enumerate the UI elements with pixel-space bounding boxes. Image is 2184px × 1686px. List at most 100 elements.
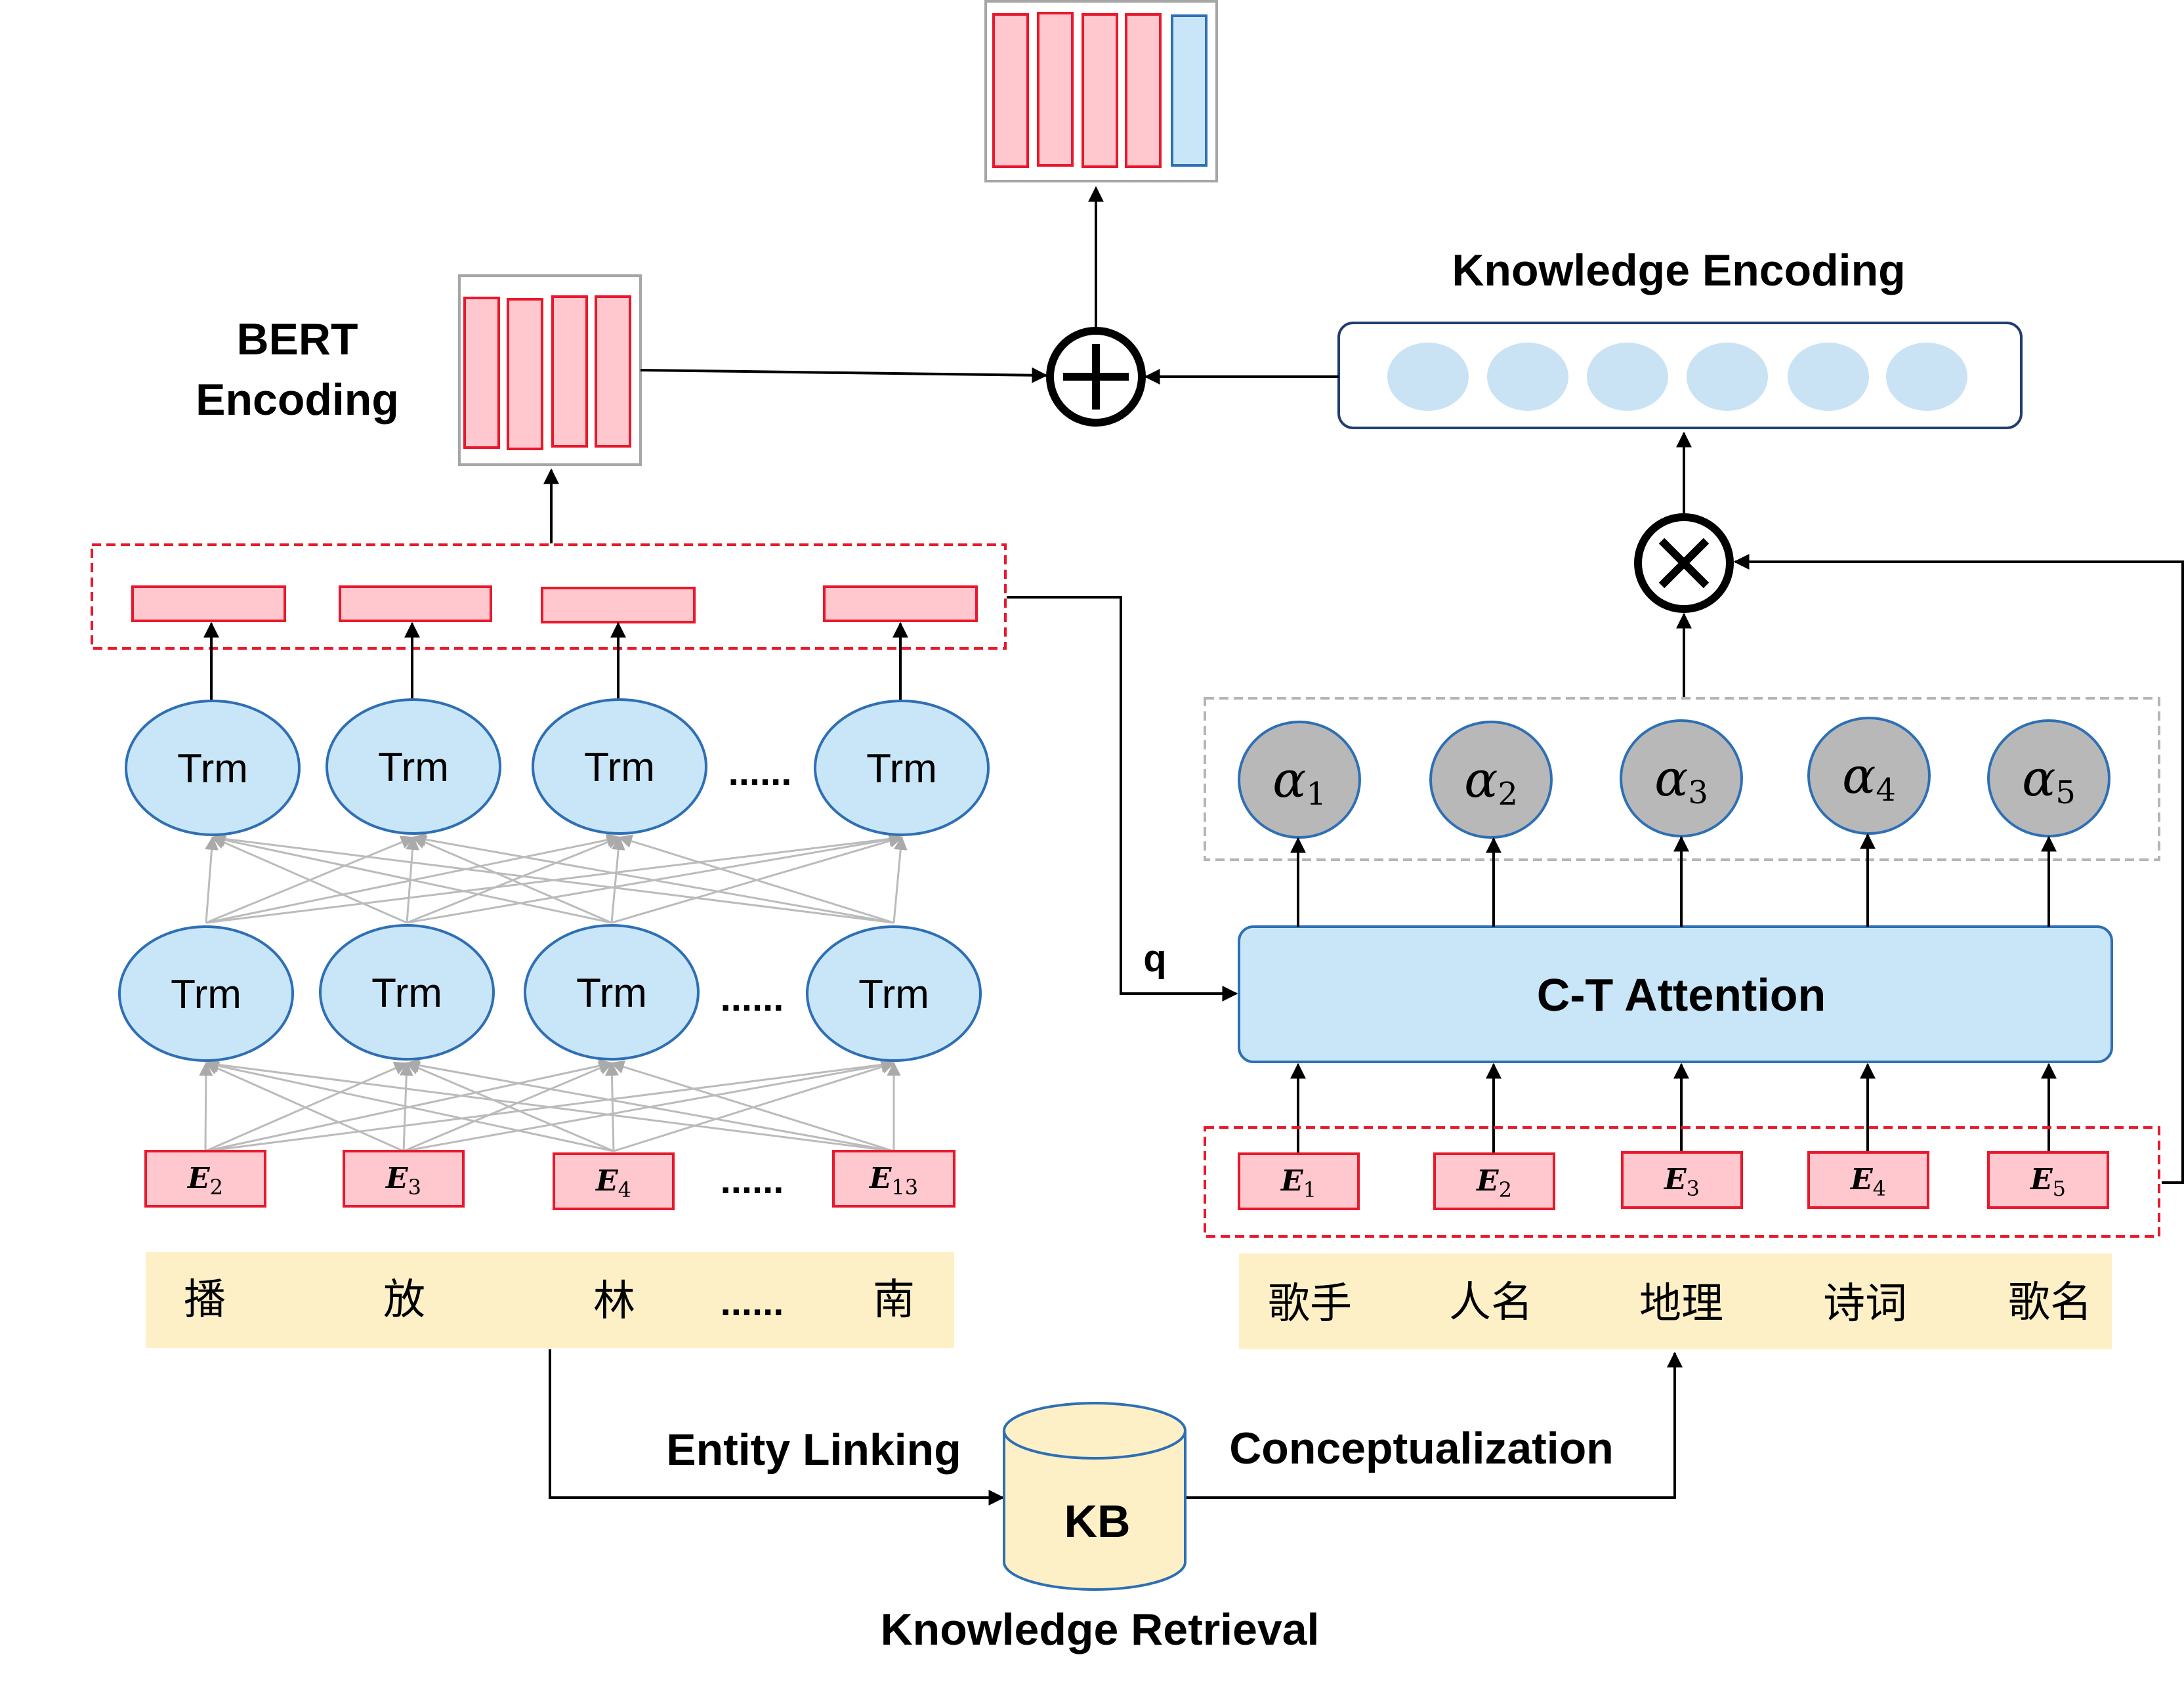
connection-line <box>204 1057 894 1152</box>
embedding-box: E3 <box>343 1150 465 1208</box>
concept-token: 歌手 <box>1268 1280 1352 1328</box>
alpha-node: α2 <box>1429 721 1553 839</box>
kb-label: KB <box>1064 1496 1130 1547</box>
connection-line <box>412 835 612 924</box>
left-embedding-row: E2 E3 E4 ...... E13 <box>144 1150 956 1210</box>
retrieval-connectors <box>549 1349 1683 1506</box>
trm-node: Trm <box>532 698 707 835</box>
concept-token: 诗词 <box>1823 1280 1907 1328</box>
alpha-node: α1 <box>1238 721 1361 839</box>
ct-attention-block: C-T Attention <box>1238 925 2113 1063</box>
token: 南 <box>873 1276 915 1324</box>
trm-node: Trm <box>125 700 301 836</box>
svg-text:E5: E5 <box>2029 1163 2066 1201</box>
knowledge-base-cylinder: KB <box>1003 1402 1186 1591</box>
connection-line <box>406 1061 614 1152</box>
trm-node: Trm <box>118 925 294 1062</box>
svg-text:Trm: Trm <box>858 972 929 1017</box>
transformer-connections <box>199 832 908 1152</box>
svg-text:E3: E3 <box>385 1162 421 1200</box>
trm-node: Trm <box>814 700 990 836</box>
connection-line <box>205 835 219 923</box>
svg-text:E1: E1 <box>1280 1164 1316 1202</box>
trm-node: Trm <box>319 924 495 1061</box>
top-connectors <box>543 186 2184 1184</box>
bert-encoding-label-line2: Encoding <box>196 375 399 425</box>
ellipsis: ...... <box>721 1159 784 1202</box>
connection-line <box>405 1059 894 1152</box>
bert-encoding-vector <box>458 274 642 466</box>
concept-token: 歌名 <box>2008 1278 2092 1327</box>
knowledge-encoding-vector <box>1337 322 2023 429</box>
svg-text:E3: E3 <box>1663 1163 1700 1201</box>
alpha-node: α5 <box>1987 719 2110 837</box>
concept-token: 地理 <box>1639 1280 1723 1328</box>
output-vector <box>984 0 1218 182</box>
alpha-node: α4 <box>1807 717 1931 835</box>
connection-line <box>411 832 894 924</box>
ellipsis: ...... <box>721 977 784 1019</box>
bert-output-row <box>91 543 1007 650</box>
svg-text:E4: E4 <box>1849 1163 1886 1201</box>
multiply-operator-icon <box>1634 513 1734 613</box>
trm-node: Trm <box>326 698 501 835</box>
alpha-node: α3 <box>1620 719 1743 837</box>
svg-text:α1: α1 <box>1272 750 1326 812</box>
svg-text:Trm: Trm <box>171 972 242 1017</box>
svg-text:Trm: Trm <box>866 746 937 791</box>
embedding-box: E13 <box>832 1150 956 1208</box>
plus-operator-icon <box>1046 327 1146 427</box>
svg-text:Trm: Trm <box>378 745 449 790</box>
token: 播 <box>184 1276 226 1324</box>
embedding-box: E4 <box>553 1152 675 1210</box>
connection-line <box>604 1061 619 1152</box>
svg-text:α3: α3 <box>1654 749 1708 811</box>
svg-text:E4: E4 <box>595 1164 631 1202</box>
svg-text:E2: E2 <box>1475 1164 1512 1202</box>
connection-line <box>618 834 894 924</box>
svg-text:α2: α2 <box>1464 750 1518 812</box>
trm-lower-row: Trm Trm Trm ...... Trm <box>118 924 982 1062</box>
bert-encoding-label-line1: BERT <box>236 314 358 364</box>
trm-node: Trm <box>524 924 700 1061</box>
ellipsis: ...... <box>721 1281 784 1324</box>
svg-text:Trm: Trm <box>584 745 655 790</box>
embedding-box: E3 <box>1621 1151 1743 1209</box>
svg-text:α4: α4 <box>1842 746 1896 809</box>
connection-line <box>403 1061 613 1152</box>
connection-line <box>610 1060 894 1152</box>
right-token-row: 歌手 人名 地理 诗词 歌名 <box>1239 1254 2112 1349</box>
svg-text:Trm: Trm <box>177 746 248 791</box>
knowledge-encoding-label: Knowledge Encoding <box>1452 245 1905 295</box>
concept-token: 人名 <box>1449 1278 1533 1327</box>
token: 放 <box>383 1276 425 1324</box>
attention-arrows <box>1290 833 2057 1154</box>
conceptualization-label: Conceptualization <box>1229 1423 1614 1473</box>
trm-node: Trm <box>806 925 982 1062</box>
svg-text:E13: E13 <box>868 1162 918 1200</box>
token: 林 <box>593 1277 635 1326</box>
query-label: q <box>1143 937 1166 980</box>
knowledge-retrieval-label: Knowledge Retrieval <box>881 1605 1320 1654</box>
connection-line <box>211 835 408 924</box>
svg-text:Trm: Trm <box>576 971 647 1016</box>
attention-weights-row: α1 α2 α3 α4 α5 <box>1204 697 2160 861</box>
embedding-box: E5 <box>1987 1151 2109 1209</box>
svg-text:Trm: Trm <box>371 971 442 1016</box>
trm-to-output-arrows <box>203 622 908 700</box>
svg-text:α5: α5 <box>2022 749 2076 811</box>
embedding-box: E1 <box>1238 1152 1360 1210</box>
embedding-box: E2 <box>144 1150 266 1208</box>
connection-line <box>199 1061 213 1152</box>
left-token-row: 播 放 林 ...... 南 <box>146 1252 954 1348</box>
connection-line <box>211 832 894 924</box>
ct-attention-label: C-T Attention <box>1537 969 1826 1021</box>
embedding-box: E4 <box>1807 1151 1929 1209</box>
embedding-box: E2 <box>1433 1152 1555 1210</box>
ellipsis: ...... <box>728 751 792 793</box>
connection-line <box>205 1062 404 1152</box>
connection-line <box>892 835 908 923</box>
connection-line <box>211 833 612 924</box>
trm-upper-row: Trm Trm Trm ...... Trm <box>125 698 990 836</box>
